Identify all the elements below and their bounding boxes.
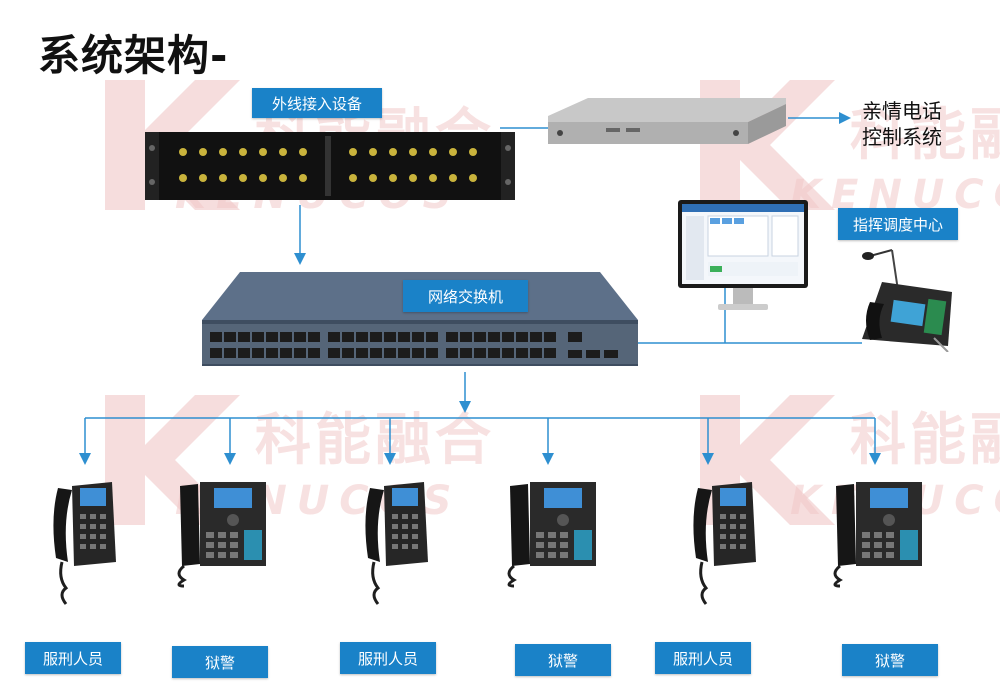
monitor-icon bbox=[678, 200, 808, 310]
ip-phone-icon bbox=[177, 482, 266, 588]
endpoint-label: 狱警 bbox=[515, 644, 611, 676]
page-title: 系统架构- bbox=[38, 31, 229, 80]
endpoint-label: 狱警 bbox=[842, 644, 938, 676]
server-icon bbox=[548, 98, 786, 144]
endpoint-label: 服刑人员 bbox=[655, 642, 751, 674]
external-access-label: 外线接入设备 bbox=[252, 88, 382, 118]
endpoint-label: 服刑人员 bbox=[340, 642, 436, 674]
ip-phone-icon bbox=[365, 482, 428, 605]
ip-phone-icon bbox=[693, 482, 756, 605]
family-phone-system-label: 亲情电话 控制系统 bbox=[862, 98, 942, 150]
ip-phone-icon bbox=[53, 482, 116, 605]
network-switch-label: 网络交换机 bbox=[403, 280, 528, 312]
dispatch-center-label: 指挥调度中心 bbox=[838, 208, 958, 240]
endpoint-label: 狱警 bbox=[172, 646, 268, 678]
endpoint-label: 服刑人员 bbox=[25, 642, 121, 674]
family-phone-line1: 亲情电话 bbox=[862, 99, 942, 123]
family-phone-line2: 控制系统 bbox=[862, 125, 942, 149]
gateway-device-icon bbox=[145, 132, 515, 200]
ip-phone-icon bbox=[507, 482, 596, 588]
dispatch-phone-icon bbox=[862, 249, 952, 352]
ip-phone-icon bbox=[833, 482, 922, 588]
